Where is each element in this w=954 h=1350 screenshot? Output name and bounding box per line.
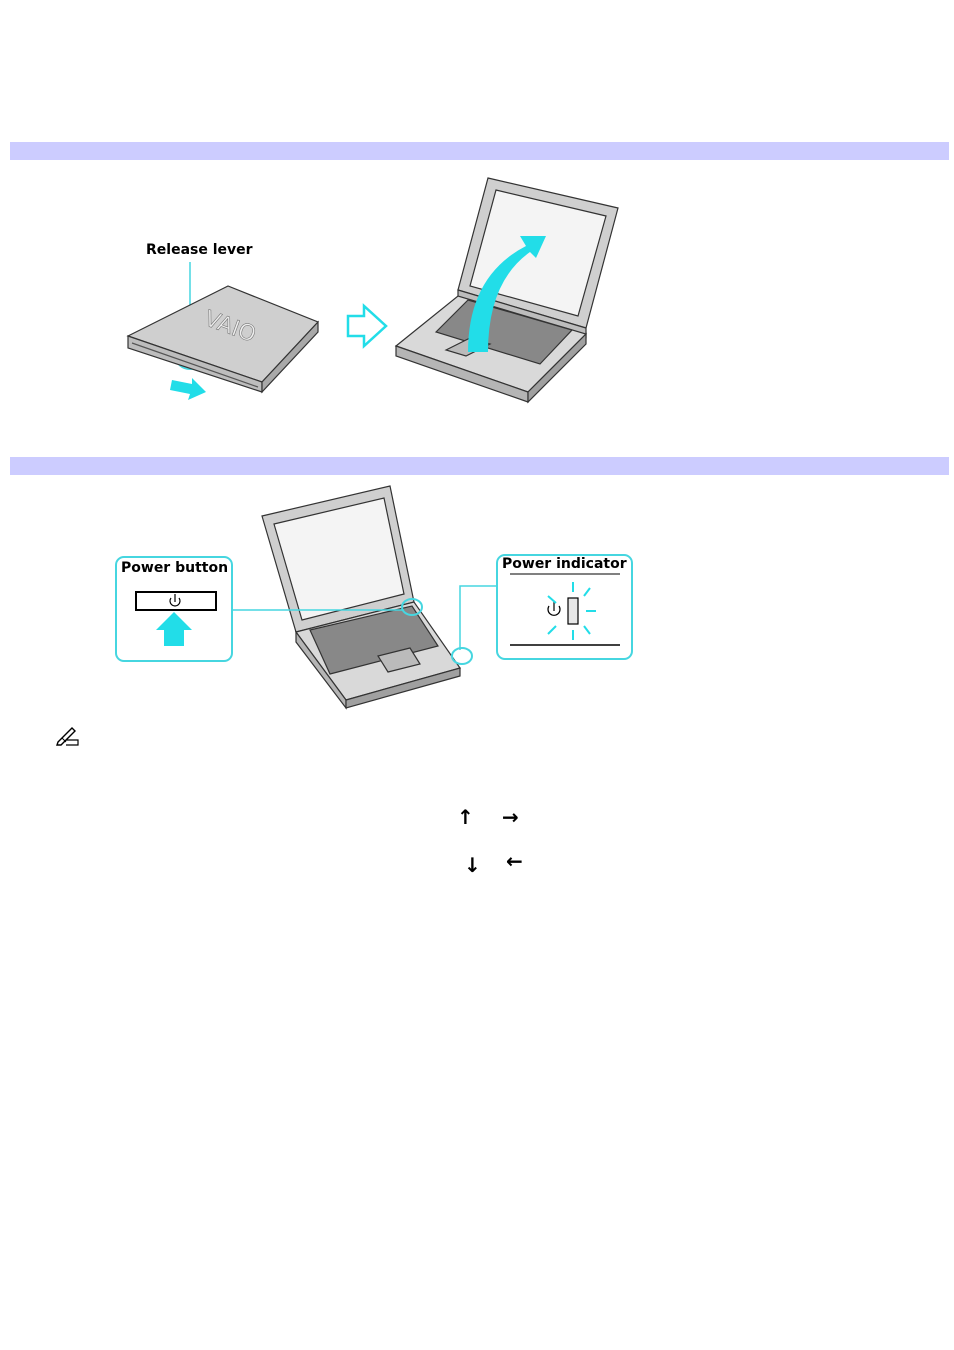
arrow-up-key: ↑ — [457, 807, 474, 827]
power-indicator-highlight — [452, 648, 472, 664]
power-indicator-leader — [460, 586, 497, 650]
power-button-graphic[interactable] — [136, 592, 216, 610]
power-laptop — [262, 486, 460, 708]
arrow-left-key: ← — [506, 851, 523, 871]
power-illustration: Power button Power indicator — [0, 0, 954, 720]
power-button-label: Power button — [121, 560, 228, 576]
note-pencil-icon — [56, 724, 82, 746]
arrow-right-key: → — [502, 807, 519, 827]
power-indicator-label: Power indicator — [502, 556, 627, 572]
arrow-down-key: ↓ — [464, 855, 481, 875]
indicator-light — [568, 598, 578, 624]
